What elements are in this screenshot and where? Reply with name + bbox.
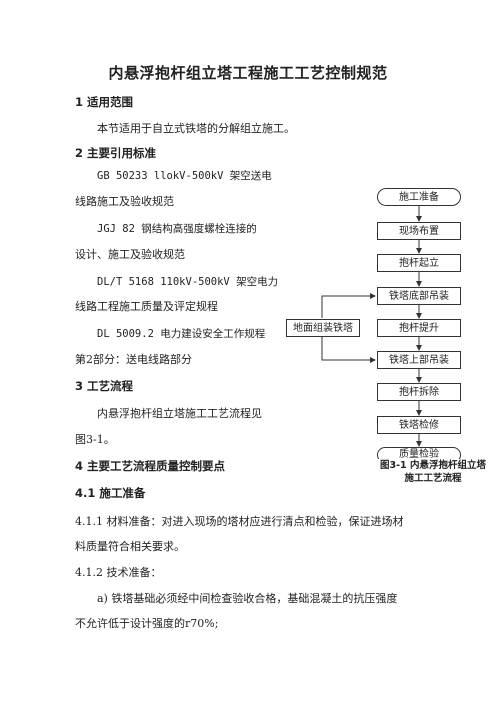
ref-2-line-a: JGJ 82 钢结构高强度螺栓连接的 [97, 223, 257, 235]
flow-step-pole-erection: 抱杆起立 [377, 254, 461, 272]
ref-4-line-b: 第2部分：送电线路部分 [75, 353, 192, 366]
flow-start-terminal: 施工准备 [377, 188, 461, 206]
section-4-1-heading: 4.1 施工准备 [75, 486, 146, 500]
item-4-1-2: 4.1.2 技术准备： [75, 566, 162, 579]
page-title: 内悬浮抱杆组立塔工程施工工艺控制规范 [108, 64, 388, 82]
ref-3-line-a: DL/T 5168 110kV-500kV 架空电力 [97, 276, 279, 288]
flow-step-tower-top-lift: 铁塔上部吊装 [377, 351, 461, 369]
item-4-1-2-a-line-b: 不允许低于设计强度的r70%; [75, 617, 219, 630]
item-4-1-2-a-line-a: a) 铁塔基础必须经中间检查验收合格，基础混凝土的抗压强度 [97, 592, 398, 605]
section-4-heading: 4 主要工艺流程质量控制要点 [75, 459, 226, 473]
section-1-text: 本节适用于自立式铁塔的分解组立施工。 [97, 122, 295, 135]
ref-4-line-a: DL 5009.2 电力建设安全工作规程 [97, 328, 266, 340]
ref-1-line-a: GB 50233 llokV-500kV 架空送电 [97, 170, 272, 182]
flow-step-tower-bottom-lift: 铁塔底部吊装 [377, 287, 461, 305]
section-2-heading: 2 主要引用标准 [75, 146, 157, 160]
item-4-1-1-line-a: 4.1.1 材料准备：对进入现场的塔材应进行清点和检验，保证进场材 [75, 515, 404, 528]
ref-3-line-b: 线路工程施工质量及评定规程 [75, 300, 218, 313]
flow-step-pole-removal: 抱杆拆除 [377, 383, 461, 401]
section-3-heading: 3 工艺流程 [75, 379, 134, 393]
item-4-1-1-line-b: 料质量符合相关要求。 [75, 540, 185, 553]
flowchart-connectors [321, 206, 422, 447]
flow-step-tower-inspection: 铁塔检修 [377, 416, 461, 434]
flowchart-caption-line-a: 图3-1 内悬浮抱杆组立塔 [380, 460, 486, 471]
flow-step-site-layout: 现场布置 [377, 222, 461, 240]
ref-2-line-b: 设计、施工及验收规范 [75, 248, 185, 261]
flow-step-pole-lift: 抱杆提升 [377, 319, 461, 337]
flowchart-caption: 图3-1 内悬浮抱杆组立塔 施工工艺流程 [370, 459, 496, 485]
flowchart-caption-line-b: 施工工艺流程 [404, 473, 462, 484]
section-1-heading: 1 适用范围 [75, 95, 134, 109]
ref-1-line-b: 线路施工及验收规范 [75, 195, 174, 208]
flow-side-ground-assembly: 地面组装铁塔 [286, 319, 360, 337]
section-3-text-a: 内悬浮抱杆组立塔施工工艺流程见 [97, 407, 262, 420]
section-3-text-b: 图3-1。 [75, 433, 115, 446]
flowchart: 施工准备 现场布置 抱杆起立 铁塔底部吊装 地面组装铁塔 抱杆提升 铁塔上部吊装… [280, 180, 496, 500]
